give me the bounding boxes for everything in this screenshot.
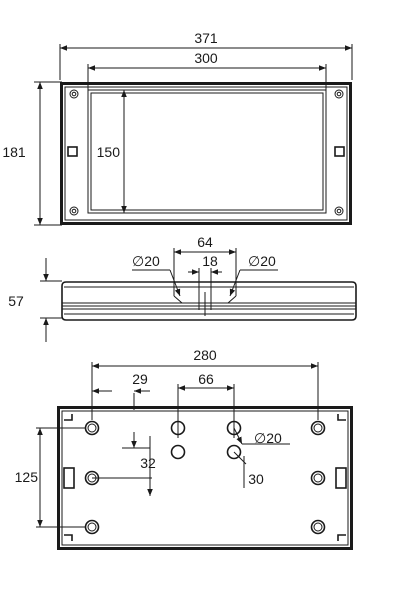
dim-hole-offset: 30 [248,471,264,487]
corner-screw [69,206,79,216]
dim-span: 280 [193,347,217,363]
mounting-hole [84,519,100,535]
side-latch [67,146,78,157]
dim-inner-width: 300 [194,50,218,66]
cable-knockout [170,444,186,460]
mounting-hole [310,470,326,486]
corner-screw [69,89,79,99]
dim-bottom-height: 125 [15,469,39,485]
dim-spacing: 64 [197,234,213,250]
side-view-housing [61,281,357,321]
top-view-outer-frame [60,82,352,225]
dim-side-height: 57 [8,293,24,309]
dim-offset: 29 [132,371,148,387]
mounting-hole [310,519,326,535]
dim-inner-height: 150 [97,144,121,160]
top-view-inner-window [87,89,327,214]
dim-hole-right: ∅20 [248,253,276,269]
top-view: 371 300 181 150 [2,30,353,226]
corner-screw [334,89,344,99]
mounting-hole [84,420,100,436]
side-latch [63,467,75,489]
mounting-hole [310,420,326,436]
dim-hole-left: ∅20 [132,253,160,269]
side-latch [334,146,345,157]
dim-center-gap: 18 [202,253,218,269]
bottom-view-outer-frame [57,406,353,550]
side-view: 64 ∅20 ∅20 18 57 [8,234,357,342]
dim-overall-width: 371 [194,30,218,46]
dim-hole-diameter: ∅20 [254,430,282,446]
side-latch [335,467,347,489]
corner-tab [64,414,346,541]
bottom-view: 280 29 66 125 [15,347,353,550]
dim-vertical-offset: 32 [140,455,156,471]
dim-overall-height: 181 [2,144,26,160]
dim-bottom-spacing: 66 [198,371,214,387]
corner-screw [334,206,344,216]
